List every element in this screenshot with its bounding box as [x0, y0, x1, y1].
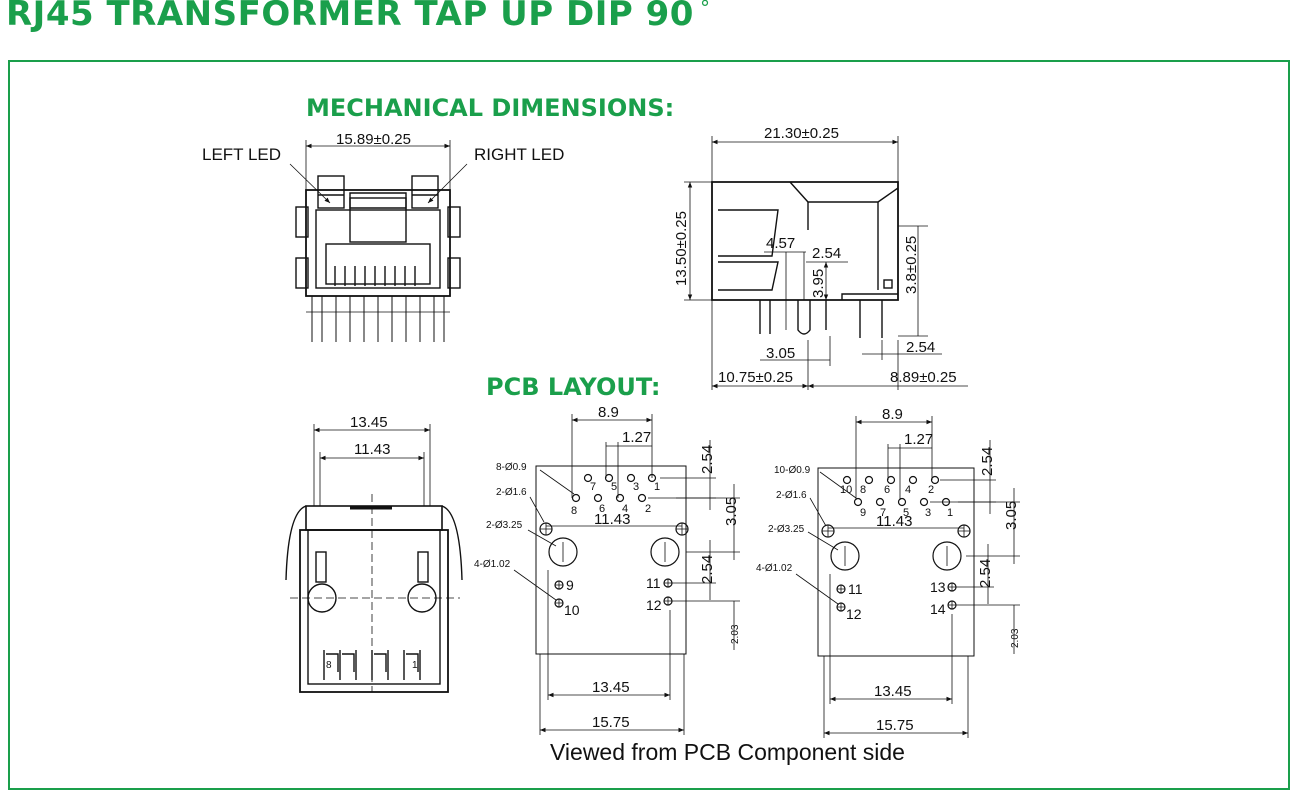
pcb-a-pin-1: 1 [654, 481, 660, 493]
pcb-a-1575-dim: 15.75 [592, 714, 630, 731]
pcb-a-pin-8: 8 [571, 505, 577, 517]
page-title: RJ45 TRANSFORMER TAP UP DIP 90° [6, 0, 710, 34]
pcb-b-pin-11: 11 [848, 581, 863, 597]
pcb-a-holes-16: 2-Ø1.6 [496, 487, 527, 498]
pcb-a-305-dim: 3.05 [723, 497, 740, 526]
pcb-b-holes-16: 2-Ø1.6 [776, 490, 807, 501]
pcb-b-pin-6: 6 [884, 484, 890, 496]
degree-symbol: ° [699, 0, 711, 20]
side-889-dim: 8.89±0.25 [890, 369, 957, 386]
pcb-b-pin-10: 10 [840, 484, 852, 496]
side-38-dim: 3.8±0.25 [903, 236, 920, 294]
pcb-b-pin-4: 4 [905, 484, 911, 496]
bottom-1345-dim: 13.45 [350, 414, 388, 431]
pcb-b-holes-small: 10-Ø0.9 [774, 465, 811, 476]
pcb-a-127-dim: 1.27 [622, 429, 651, 446]
side-395-dim: 3.95 [810, 269, 827, 298]
pcb-b-254v-dim: 2.54 [977, 559, 994, 588]
pcb-a-pin-9: 9 [566, 577, 574, 593]
pcb-a-254v-dim: 2.54 [699, 555, 716, 584]
page-title-text: RJ45 TRANSFORMER TAP UP DIP 90 [6, 0, 694, 34]
pcb-a-pin-11: 11 [646, 575, 661, 591]
pcb-a-1143-dim: 11.43 [594, 511, 630, 528]
pcb-b-pin-5: 5 [903, 507, 909, 519]
pcb-layout-b [795, 416, 1020, 738]
pcb-a-pin-2: 2 [645, 503, 651, 515]
side-254b-dim: 2.54 [906, 339, 935, 356]
pcb-a-pin-6: 6 [599, 503, 605, 515]
pcb-a-pin-5: 5 [611, 481, 617, 493]
pcb-b-holes-102: 4-Ø1.02 [756, 563, 793, 574]
bottom-pin1: 1 [412, 660, 418, 671]
pcb-b-holes-325: 2-Ø3.25 [768, 524, 805, 535]
pcb-b-pin-8: 8 [860, 484, 866, 496]
pcb-b-pin-14: 14 [930, 601, 946, 617]
pcb-b-pin-12: 12 [846, 606, 862, 622]
pcb-b-pin-2: 2 [928, 484, 934, 496]
pcb-b-203-dim: 2.03 [1010, 628, 1021, 648]
side-305-dim: 3.05 [766, 345, 795, 362]
pcb-a-203-dim: 2.03 [730, 624, 741, 644]
pcb-b-254-dim: 2.54 [979, 447, 996, 476]
pcb-b-pin-3: 3 [925, 507, 931, 519]
pcb-a-holes-102: 4-Ø1.02 [474, 559, 511, 570]
front-view [289, 140, 468, 342]
bottom-view [285, 424, 463, 693]
pcb-a-pin-12: 12 [646, 597, 662, 613]
pcb-layout-a [513, 414, 740, 735]
side-254-dim: 2.54 [812, 245, 841, 262]
side-height-dim: 13.50±0.25 [673, 211, 690, 286]
side-1075-dim: 10.75±0.25 [718, 369, 793, 386]
pcb-b-pin-7: 7 [880, 507, 886, 519]
pcb-b-1575-dim: 15.75 [876, 717, 914, 734]
pcb-a-pin-4: 4 [622, 503, 628, 515]
front-width-dim: 15.89±0.25 [336, 131, 411, 148]
pcb-b-305-dim: 3.05 [1003, 501, 1020, 530]
pcb-a-holes-small: 8-Ø0.9 [496, 462, 527, 473]
bottom-1143-dim: 11.43 [354, 441, 390, 458]
pcb-a-89-dim: 8.9 [598, 404, 619, 421]
pcb-b-89-dim: 8.9 [882, 406, 903, 423]
bottom-pin8: 8 [326, 660, 332, 671]
pcb-a-pin-7: 7 [590, 481, 596, 493]
pcb-b-pin-9: 9 [860, 507, 866, 519]
pcb-a-pin-3: 3 [633, 481, 639, 493]
side-457-dim: 4.57 [766, 235, 795, 252]
pcb-a-254-dim: 2.54 [699, 445, 716, 474]
drawing-frame [8, 60, 1290, 790]
mechanical-dimensions-title: MECHANICAL DIMENSIONS: [306, 94, 675, 122]
view-caption: Viewed from PCB Component side [550, 739, 905, 765]
pcb-b-pin-1: 1 [947, 507, 953, 519]
side-length-dim: 21.30±0.25 [764, 125, 839, 142]
pcb-a-1345-dim: 13.45 [592, 679, 630, 696]
pcb-b-pin-13: 13 [930, 579, 946, 595]
left-led-label: LEFT LED [202, 145, 281, 164]
right-led-label: RIGHT LED [474, 145, 564, 164]
side-view [684, 136, 968, 390]
pcb-b-1143-dim: 11.43 [876, 513, 912, 530]
pcb-layout-title: PCB LAYOUT: [486, 373, 661, 401]
pcb-a-pin-10: 10 [564, 602, 580, 618]
pcb-a-holes-325: 2-Ø3.25 [486, 520, 523, 531]
pcb-b-127-dim: 1.27 [904, 431, 933, 448]
pcb-b-1345-dim: 13.45 [874, 683, 912, 700]
